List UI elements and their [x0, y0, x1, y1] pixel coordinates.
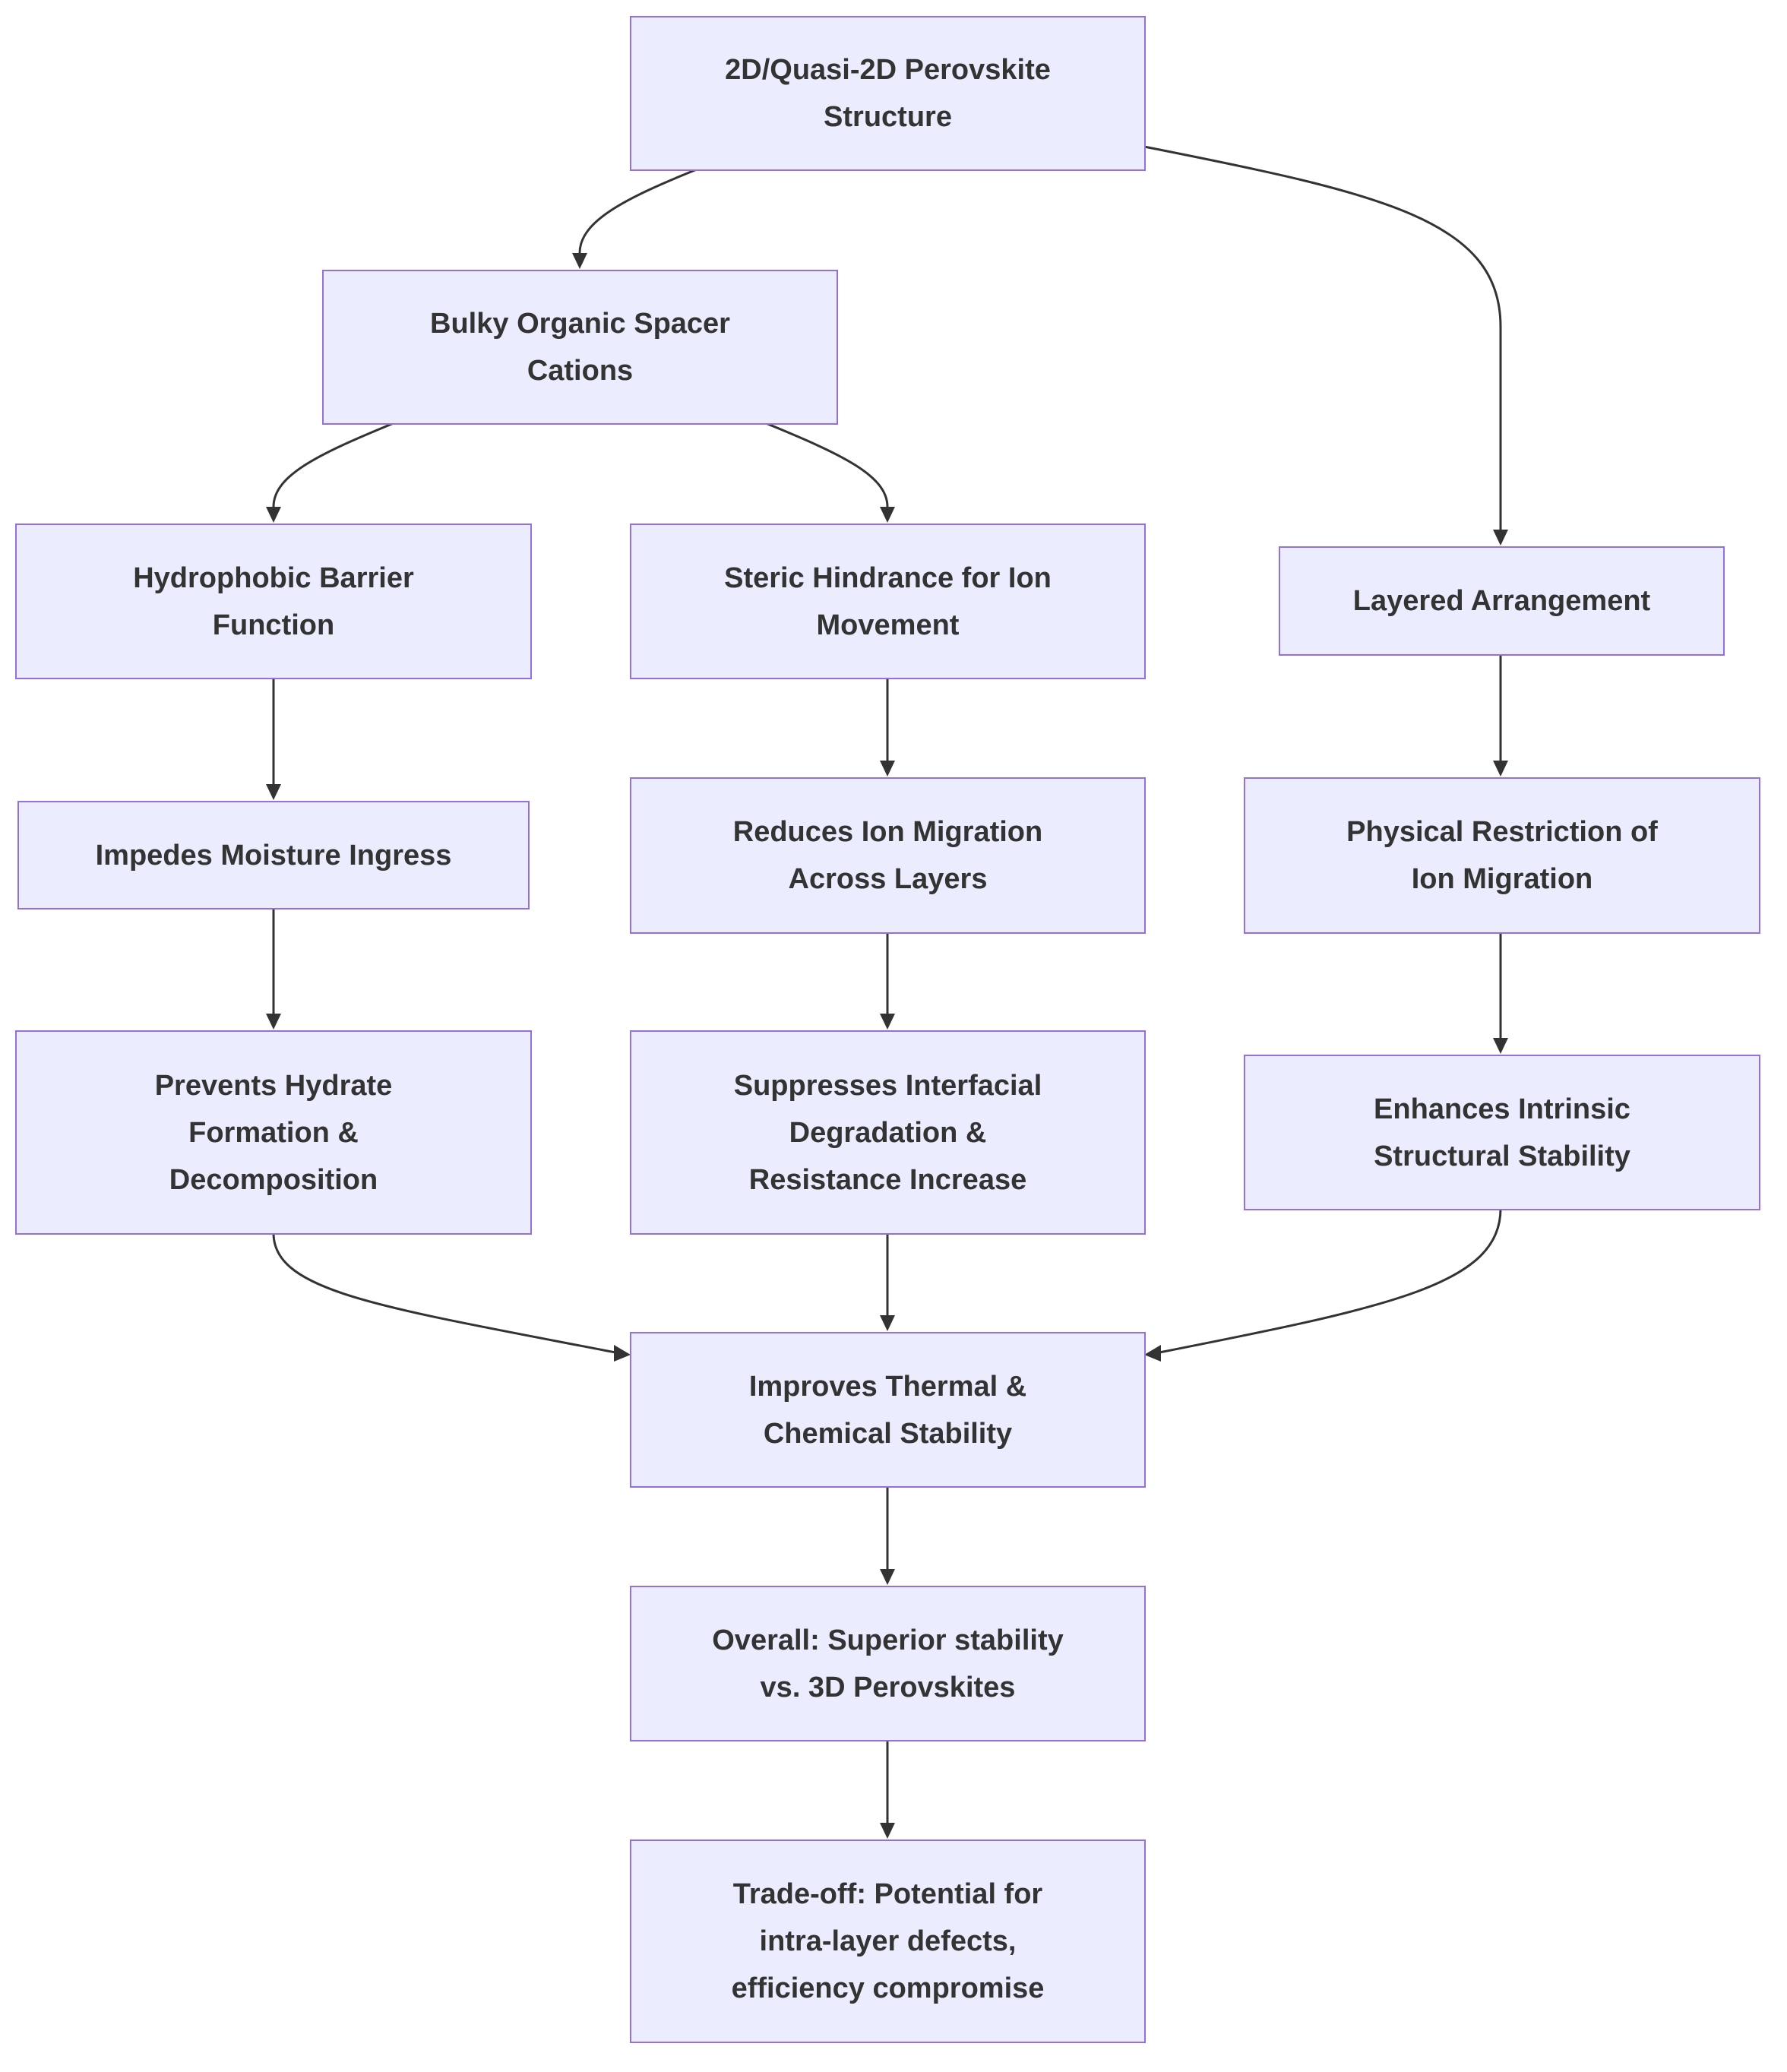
node-layered-arrangement: Layered Arrangement [1279, 546, 1725, 656]
arrowhead-hydrophobic [266, 507, 281, 523]
arrowhead-thermal-mid [880, 1315, 895, 1331]
arrowhead-hydrate [266, 1014, 281, 1030]
arrowhead-spacer [572, 253, 587, 269]
node-suppresses-interfacial: Suppresses Interfacial Degradation & Res… [630, 1030, 1146, 1235]
arrowhead-intrinsic [1493, 1038, 1508, 1054]
arrowhead-thermal-left [614, 1345, 631, 1362]
arrowhead-tradeoff [880, 1823, 895, 1839]
node-label: Hydrophobic Barrier Function [133, 561, 414, 641]
node-trade-off: Trade-off: Potential for intra-layer def… [630, 1839, 1146, 2043]
node-label: 2D/Quasi-2D Perovskite Structure [725, 54, 1051, 133]
node-physical-restriction: Physical Restriction of Ion Migration [1244, 777, 1760, 934]
arrowhead-steric [880, 507, 895, 523]
node-label: Prevents Hydrate Formation & Decompositi… [154, 1069, 393, 1196]
node-label: Reduces Ion Migration Across Layers [732, 816, 1043, 895]
node-impedes-moisture: Impedes Moisture Ingress [17, 801, 530, 909]
node-label: Suppresses Interfacial Degradation & Res… [733, 1069, 1042, 1196]
edge-intrinsic-to-thermal [1159, 1208, 1502, 1354]
node-hydrophobic-barrier: Hydrophobic Barrier Function [15, 524, 532, 679]
node-label: Bulky Organic Spacer Cations [430, 308, 730, 387]
node-label: Layered Arrangement [1352, 585, 1651, 617]
arrowhead-overall [880, 1569, 895, 1585]
node-label: Impedes Moisture Ingress [95, 839, 452, 872]
arrowhead-layered [1493, 530, 1508, 546]
node-label: Enhances Intrinsic Structural Stability [1374, 1093, 1630, 1172]
edge-root-to-layered [1143, 145, 1502, 530]
arrowhead-moisture [266, 784, 281, 800]
edge-root-to-spacer [578, 168, 697, 254]
arrowhead-reduces [880, 761, 895, 777]
node-label: Overall: Superior stability vs. 3D Perov… [712, 1624, 1064, 1703]
node-spacer-cations: Bulky Organic Spacer Cations [322, 270, 838, 425]
node-label: Steric Hindrance for Ion Movement [724, 561, 1052, 641]
edge-spacer-to-hydrophobic [272, 422, 394, 508]
node-prevents-hydrate: Prevents Hydrate Formation & Decompositi… [15, 1030, 532, 1235]
arrowhead-physical [1493, 761, 1508, 777]
node-steric-hindrance: Steric Hindrance for Ion Movement [630, 524, 1146, 679]
arrowhead-interfacial [880, 1014, 895, 1030]
edge-hydrate-to-thermal [272, 1232, 616, 1354]
node-perovskite-structure: 2D/Quasi-2D Perovskite Structure [630, 16, 1146, 171]
node-label: Improves Thermal & Chemical Stability [748, 1370, 1027, 1450]
node-label: Trade-off: Potential for intra-layer def… [731, 1878, 1045, 2004]
arrowhead-thermal-right [1144, 1345, 1161, 1362]
node-overall-superior: Overall: Superior stability vs. 3D Perov… [630, 1586, 1146, 1741]
node-improves-thermal: Improves Thermal & Chemical Stability [630, 1332, 1146, 1488]
node-reduces-ion-migration: Reduces Ion Migration Across Layers [630, 777, 1146, 934]
node-enhances-intrinsic: Enhances Intrinsic Structural Stability [1244, 1055, 1760, 1210]
edge-spacer-to-steric [765, 422, 889, 508]
node-label: Physical Restriction of Ion Migration [1346, 816, 1658, 895]
